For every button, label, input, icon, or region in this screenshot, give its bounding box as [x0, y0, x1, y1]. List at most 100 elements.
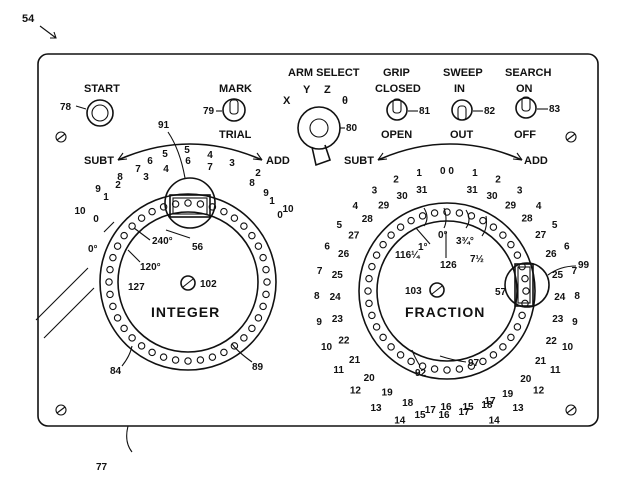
integer-arc-right-arrow: [252, 152, 263, 161]
fraction-hole: [467, 362, 476, 370]
sweep-toggle[interactable]: [451, 99, 473, 121]
integer-hole: [230, 214, 239, 222]
integer-hole: [159, 203, 168, 211]
integer-outer-number: 10: [282, 204, 294, 215]
fraction-hole: [513, 323, 522, 331]
arm-option-z: Z: [324, 84, 331, 96]
fraction-hole: [368, 262, 376, 271]
integer-hole: [263, 278, 271, 286]
fraction-right-scale-number: 4: [536, 201, 542, 212]
fraction-left-scale-number: 3: [372, 186, 378, 197]
fraction-hole: [365, 299, 373, 308]
mark-trial-toggle[interactable]: [222, 98, 246, 122]
fraction-left-scale-number: 9: [316, 317, 322, 328]
fraction-right-scale-number: 12: [533, 386, 545, 397]
corner-screw-br: [565, 404, 577, 416]
integer-hole: [128, 334, 136, 342]
search-ref: 83: [549, 104, 561, 115]
integer-hole: [159, 353, 168, 361]
fraction-add-label: ADD: [524, 155, 548, 167]
fraction-window-ref: 99: [578, 260, 590, 271]
fraction-holes-ref: 97: [468, 358, 480, 369]
fraction-mark-1deg: 1°: [418, 242, 428, 253]
fraction-hole: [522, 287, 530, 295]
fraction-hole: [507, 240, 515, 249]
integer-outer-number: 5: [162, 149, 168, 160]
integer-label: INTEGER: [151, 304, 220, 320]
integer-arc: [117, 143, 263, 161]
grip-toggle[interactable]: [386, 98, 408, 121]
fraction-right-scale-number: 9: [572, 317, 578, 328]
start-label: START: [84, 83, 120, 95]
corner-screw-bl: [55, 404, 67, 416]
search-toggle[interactable]: [515, 96, 537, 119]
fraction-right-outer-number: 22: [546, 336, 558, 347]
fraction-left-inner-number: 23: [332, 314, 344, 325]
fraction-hole: [479, 216, 487, 225]
integer-hole: [230, 342, 239, 350]
fraction-left-scale-number: 7: [317, 266, 323, 277]
fraction-right-scale-number: 0: [448, 166, 454, 177]
integer-hole: [109, 253, 117, 262]
fraction-left-inner-number: 17: [425, 405, 437, 416]
fraction-mark-3-3-4: 3¾°: [456, 236, 474, 247]
sweep-label: SWEEP: [443, 67, 483, 79]
integer-outer-number: 9: [263, 188, 269, 199]
fraction-arc-left-arrow: [377, 152, 388, 161]
fraction-left-inner-number: 27: [348, 230, 360, 241]
fraction-right-outer-number: 24: [554, 292, 566, 303]
fraction-hole: [364, 287, 372, 295]
arm-select-knob[interactable]: [297, 106, 341, 167]
fraction-ring[interactable]: [358, 202, 536, 380]
integer-hole: [220, 207, 228, 216]
fraction-right-outer-number: 19: [502, 389, 514, 400]
integer-outer-number: 6: [147, 156, 153, 167]
fraction-holes-leader: [439, 355, 467, 363]
integer-hole: [254, 242, 263, 250]
integer-arc-left-arrow: [117, 152, 128, 161]
integer-hole: [106, 290, 114, 299]
start-button[interactable]: [86, 99, 114, 127]
fraction-left-inner-number: 26: [338, 249, 350, 260]
fraction-number-57: 57: [495, 287, 507, 298]
fraction-hole: [455, 365, 464, 373]
fraction-left-inner-number: 24: [330, 292, 342, 303]
integer-hole: [208, 203, 217, 211]
integer-outer-number: 4: [207, 150, 213, 161]
integer-outer-number: 5: [184, 145, 190, 156]
fraction-screw: [429, 282, 445, 298]
integer-hole: [106, 265, 114, 274]
fraction-arc-right-arrow: [512, 152, 523, 161]
fraction-right-scale-number: 6: [564, 242, 570, 253]
fraction-hole: [372, 251, 381, 259]
fraction-screw-ref: 103: [405, 286, 422, 297]
fraction-right-scale-number: 13: [512, 403, 524, 414]
fraction-mark-116-1-4: 116¼: [395, 250, 420, 261]
integer-hole: [128, 222, 136, 230]
control-panel: [37, 53, 599, 427]
integer-outer-number: 3: [229, 158, 235, 169]
fraction-right-outer-number: 25: [552, 270, 564, 281]
panel-glare: [35, 267, 95, 339]
fraction-left-scale-number: 5: [337, 220, 343, 231]
search-off-label: OFF: [514, 129, 536, 141]
search-label: SEARCH: [505, 67, 552, 79]
integer-number-127: 127: [128, 282, 145, 293]
integer-mark-240: 240°: [152, 236, 173, 247]
fraction-hole: [499, 343, 507, 351]
start-leader: [75, 105, 87, 110]
fraction-bottom-number: 17: [484, 396, 496, 407]
integer-hole: [148, 348, 156, 357]
fraction-left-scale-number: 2: [393, 175, 399, 186]
fraction-hole: [430, 365, 439, 373]
integer-ring[interactable]: [99, 193, 277, 371]
integer-hole: [262, 290, 270, 299]
integer-hole: [196, 200, 205, 208]
integer-hole: [105, 278, 113, 286]
fraction-hole: [499, 231, 507, 239]
integer-window-leader: [167, 131, 186, 179]
panel-leader: [126, 425, 133, 453]
fraction-right-scale-number: 7: [572, 266, 578, 277]
integer-window-ref: 91: [158, 120, 170, 131]
integer-holes-ref: 89: [252, 362, 264, 373]
